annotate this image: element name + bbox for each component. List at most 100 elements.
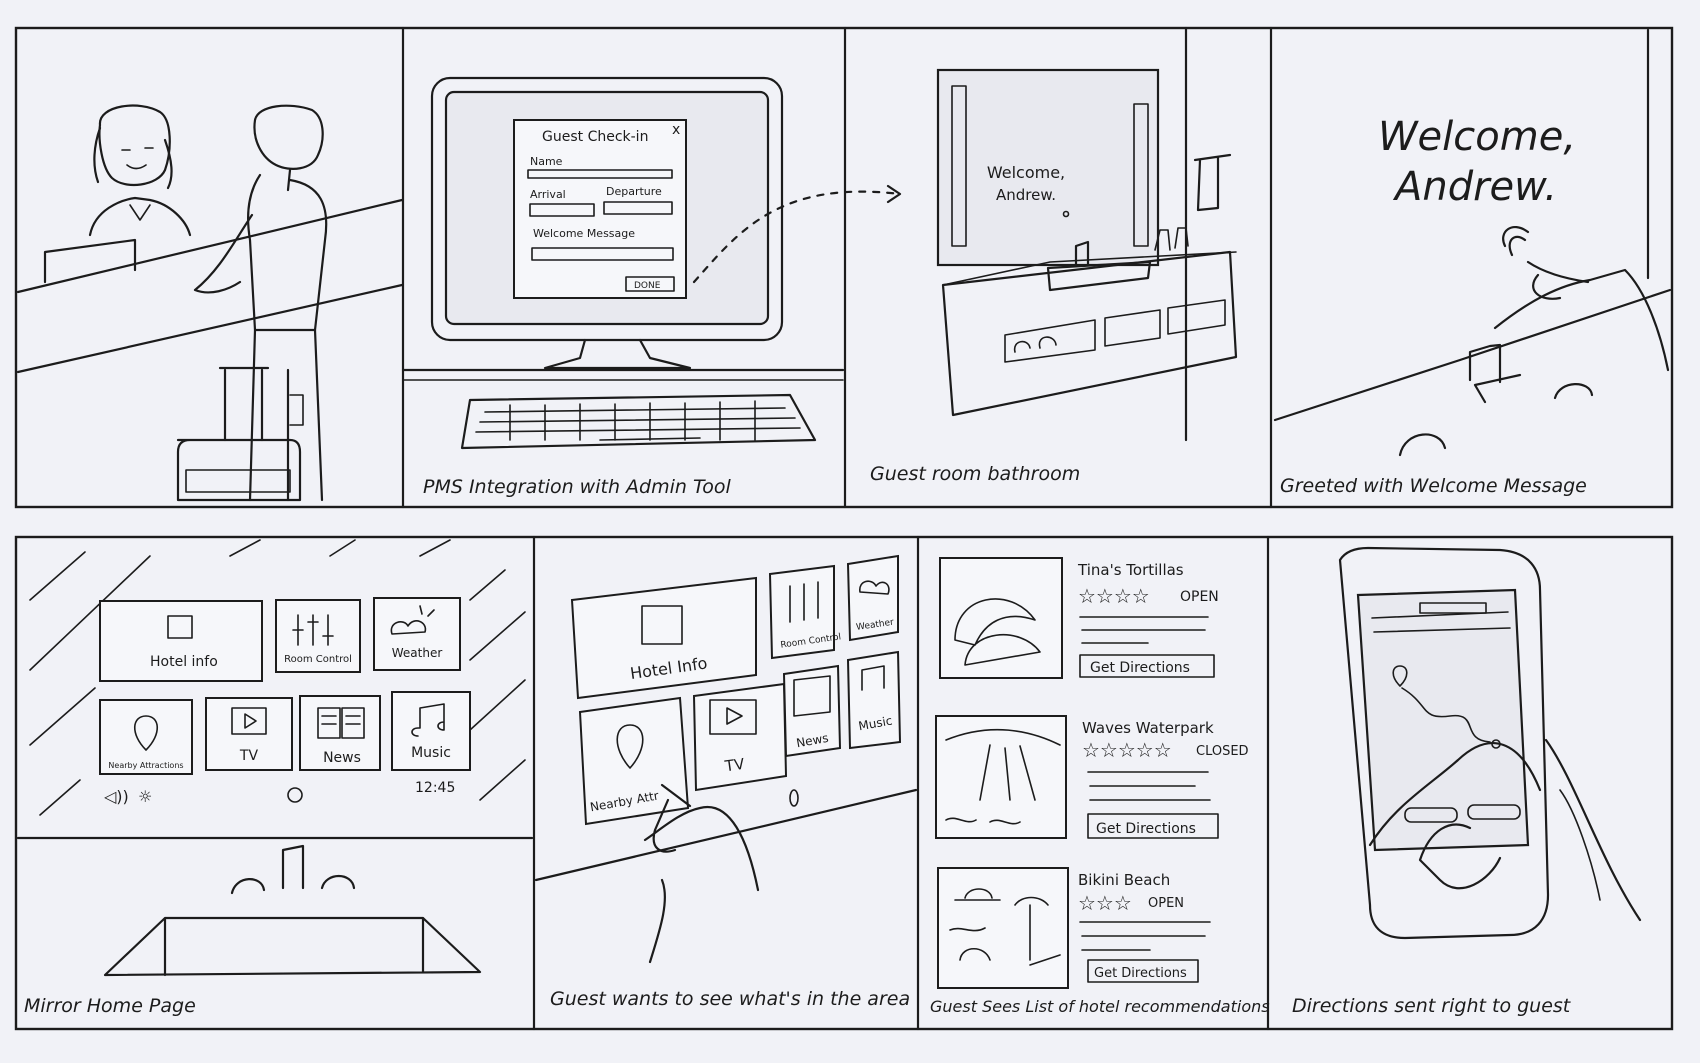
light-bulb-icon[interactable]: ☼ bbox=[138, 787, 152, 806]
tile-music-label: Music bbox=[857, 714, 893, 734]
hand-contour bbox=[1559, 789, 1601, 901]
volume-icon[interactable]: ◁)) bbox=[103, 787, 129, 806]
sliders-icon bbox=[292, 614, 334, 646]
close-icon[interactable]: x bbox=[672, 122, 680, 138]
clock: 12:45 bbox=[415, 780, 455, 796]
panel-6-caption: Guest wants to see what's in the area bbox=[550, 988, 910, 1010]
panel-6-browse-area: Hotel Info Room Control Weather Nearby A… bbox=[534, 554, 918, 1010]
waterpark-icon bbox=[945, 728, 1061, 825]
phone-button-left[interactable] bbox=[1404, 807, 1458, 823]
arrival-label: Arrival bbox=[530, 188, 566, 201]
rec-1-name: Tina's Tortillas bbox=[1077, 561, 1184, 579]
tv-icon bbox=[231, 707, 267, 735]
vanity-shelves bbox=[1004, 299, 1226, 363]
home-button-icon[interactable] bbox=[287, 787, 303, 803]
smart-mirror bbox=[936, 68, 1160, 267]
panel-1-front-desk bbox=[16, 104, 404, 502]
arrow-head bbox=[886, 184, 902, 204]
faucet bbox=[1074, 240, 1090, 268]
arrival-field[interactable] bbox=[529, 203, 595, 217]
tile-news-label: News bbox=[323, 750, 361, 766]
phone-body bbox=[1338, 546, 1550, 940]
done-button[interactable] bbox=[625, 276, 675, 292]
hotel-icon bbox=[641, 605, 683, 645]
tile-news[interactable]: News bbox=[299, 695, 381, 771]
panel-8-phone-directions: Directions sent right to guest bbox=[1292, 546, 1642, 1017]
news-icon bbox=[317, 707, 365, 739]
location-pin-icon bbox=[133, 715, 159, 751]
panel-2-admin-tool: Guest Check-in x Name Arrival Departure … bbox=[401, 76, 902, 498]
recommendation-2[interactable]: Waves Waterpark ☆☆☆☆☆ CLOSED Get Directi… bbox=[935, 715, 1249, 839]
done-button-label: DONE bbox=[634, 281, 661, 291]
sink-basin bbox=[103, 916, 482, 977]
guest-andrew bbox=[193, 104, 328, 502]
panel-4-caption: Greeted with Welcome Message bbox=[1280, 475, 1587, 497]
departure-field[interactable] bbox=[603, 201, 673, 215]
panel-5-caption: Mirror Home Page bbox=[24, 995, 196, 1017]
mirror-glare bbox=[29, 539, 526, 816]
rec-2-description-lines bbox=[1087, 771, 1211, 801]
tile-music[interactable]: Music bbox=[391, 691, 471, 771]
tile-news-small[interactable]: News bbox=[782, 664, 842, 758]
phone-screen bbox=[1356, 588, 1530, 852]
sink bbox=[1046, 260, 1152, 292]
receptionist bbox=[88, 104, 192, 237]
rec-1-get-directions-button[interactable] bbox=[1079, 654, 1215, 678]
welcome-message-field[interactable] bbox=[531, 247, 674, 261]
dashed-arrow bbox=[692, 190, 902, 284]
tile-hotel-info-large[interactable]: Hotel Info bbox=[570, 576, 757, 700]
panel-8-caption: Directions sent right to guest bbox=[1292, 995, 1572, 1017]
guest-hand bbox=[1493, 260, 1670, 372]
rec-3-name: Bikini Beach bbox=[1078, 871, 1170, 889]
faucet-handles bbox=[230, 874, 356, 895]
departure-label: Departure bbox=[606, 185, 662, 198]
guest-hand bbox=[1368, 738, 1642, 922]
dialog-title: Guest Check-in bbox=[542, 129, 648, 145]
start-pin-icon bbox=[1392, 665, 1408, 687]
desk-edge bbox=[16, 283, 404, 374]
route-line bbox=[1401, 687, 1491, 743]
rec-2-get-directions-button[interactable] bbox=[1087, 813, 1219, 839]
taco-icon bbox=[954, 598, 1041, 666]
vanity-cabinet bbox=[941, 250, 1238, 417]
mirror-light-left bbox=[951, 85, 967, 247]
home-button-icon[interactable] bbox=[789, 789, 799, 807]
rec-1-stars: ☆☆☆☆ bbox=[1078, 584, 1150, 608]
tile-tv[interactable]: TV bbox=[205, 697, 293, 771]
tile-nearby-attractions-large[interactable]: Nearby Attr bbox=[578, 696, 690, 826]
tile-nearby-attractions[interactable]: Nearby Attractions bbox=[99, 699, 193, 775]
tile-weather[interactable]: Weather bbox=[373, 597, 461, 671]
dialog-box bbox=[513, 119, 687, 299]
rec-1-button-label: Get Directions bbox=[1090, 660, 1190, 676]
recommendation-1[interactable]: Tina's Tortillas ☆☆☆☆ OPEN Get Direction… bbox=[939, 557, 1219, 679]
phone-header-bar bbox=[1419, 602, 1487, 614]
tile-music-small[interactable]: Music bbox=[846, 650, 902, 750]
mirror-dot bbox=[1062, 210, 1070, 218]
panel-7-caption: Guest Sees List of hotel recommendations bbox=[930, 997, 1270, 1016]
tile-news-label: News bbox=[795, 731, 829, 750]
tile-room-control-label: Room Control bbox=[284, 654, 352, 665]
tile-hotel-info[interactable]: Hotel info bbox=[99, 600, 263, 682]
guest-checkin-dialog[interactable]: Guest Check-in x Name Arrival Departure … bbox=[513, 119, 687, 299]
tile-room-control[interactable]: Room Control bbox=[275, 599, 361, 673]
counter-edge bbox=[534, 788, 918, 882]
rec-3-get-directions-button[interactable] bbox=[1087, 959, 1199, 983]
towel-hanger bbox=[1193, 153, 1232, 212]
mirror-light-right bbox=[1133, 103, 1149, 247]
phone-button-right[interactable] bbox=[1467, 804, 1521, 820]
rec-1-status: OPEN bbox=[1180, 589, 1219, 605]
tap-ripple bbox=[1502, 226, 1530, 257]
mirror-welcome-line2: Andrew. bbox=[996, 186, 1056, 204]
recommendation-3[interactable]: Bikini Beach ☆☆☆ OPEN Get Directions bbox=[937, 867, 1211, 989]
tile-room-control-small[interactable]: Room Control bbox=[768, 564, 842, 660]
monitor-stand bbox=[543, 338, 692, 370]
tile-tv-label: TV bbox=[723, 755, 746, 776]
mirror-welcome-line1: Welcome, bbox=[987, 163, 1065, 182]
tile-tv-small[interactable]: TV bbox=[692, 682, 788, 792]
location-pin-icon bbox=[616, 724, 644, 769]
tile-weather-small[interactable]: Weather bbox=[846, 554, 899, 642]
panel-4-greeting: Welcome, Andrew. Greeted with Welcome Me… bbox=[1273, 28, 1672, 497]
suitcase bbox=[176, 366, 302, 502]
name-field[interactable] bbox=[527, 169, 673, 179]
play-icon bbox=[726, 707, 743, 725]
